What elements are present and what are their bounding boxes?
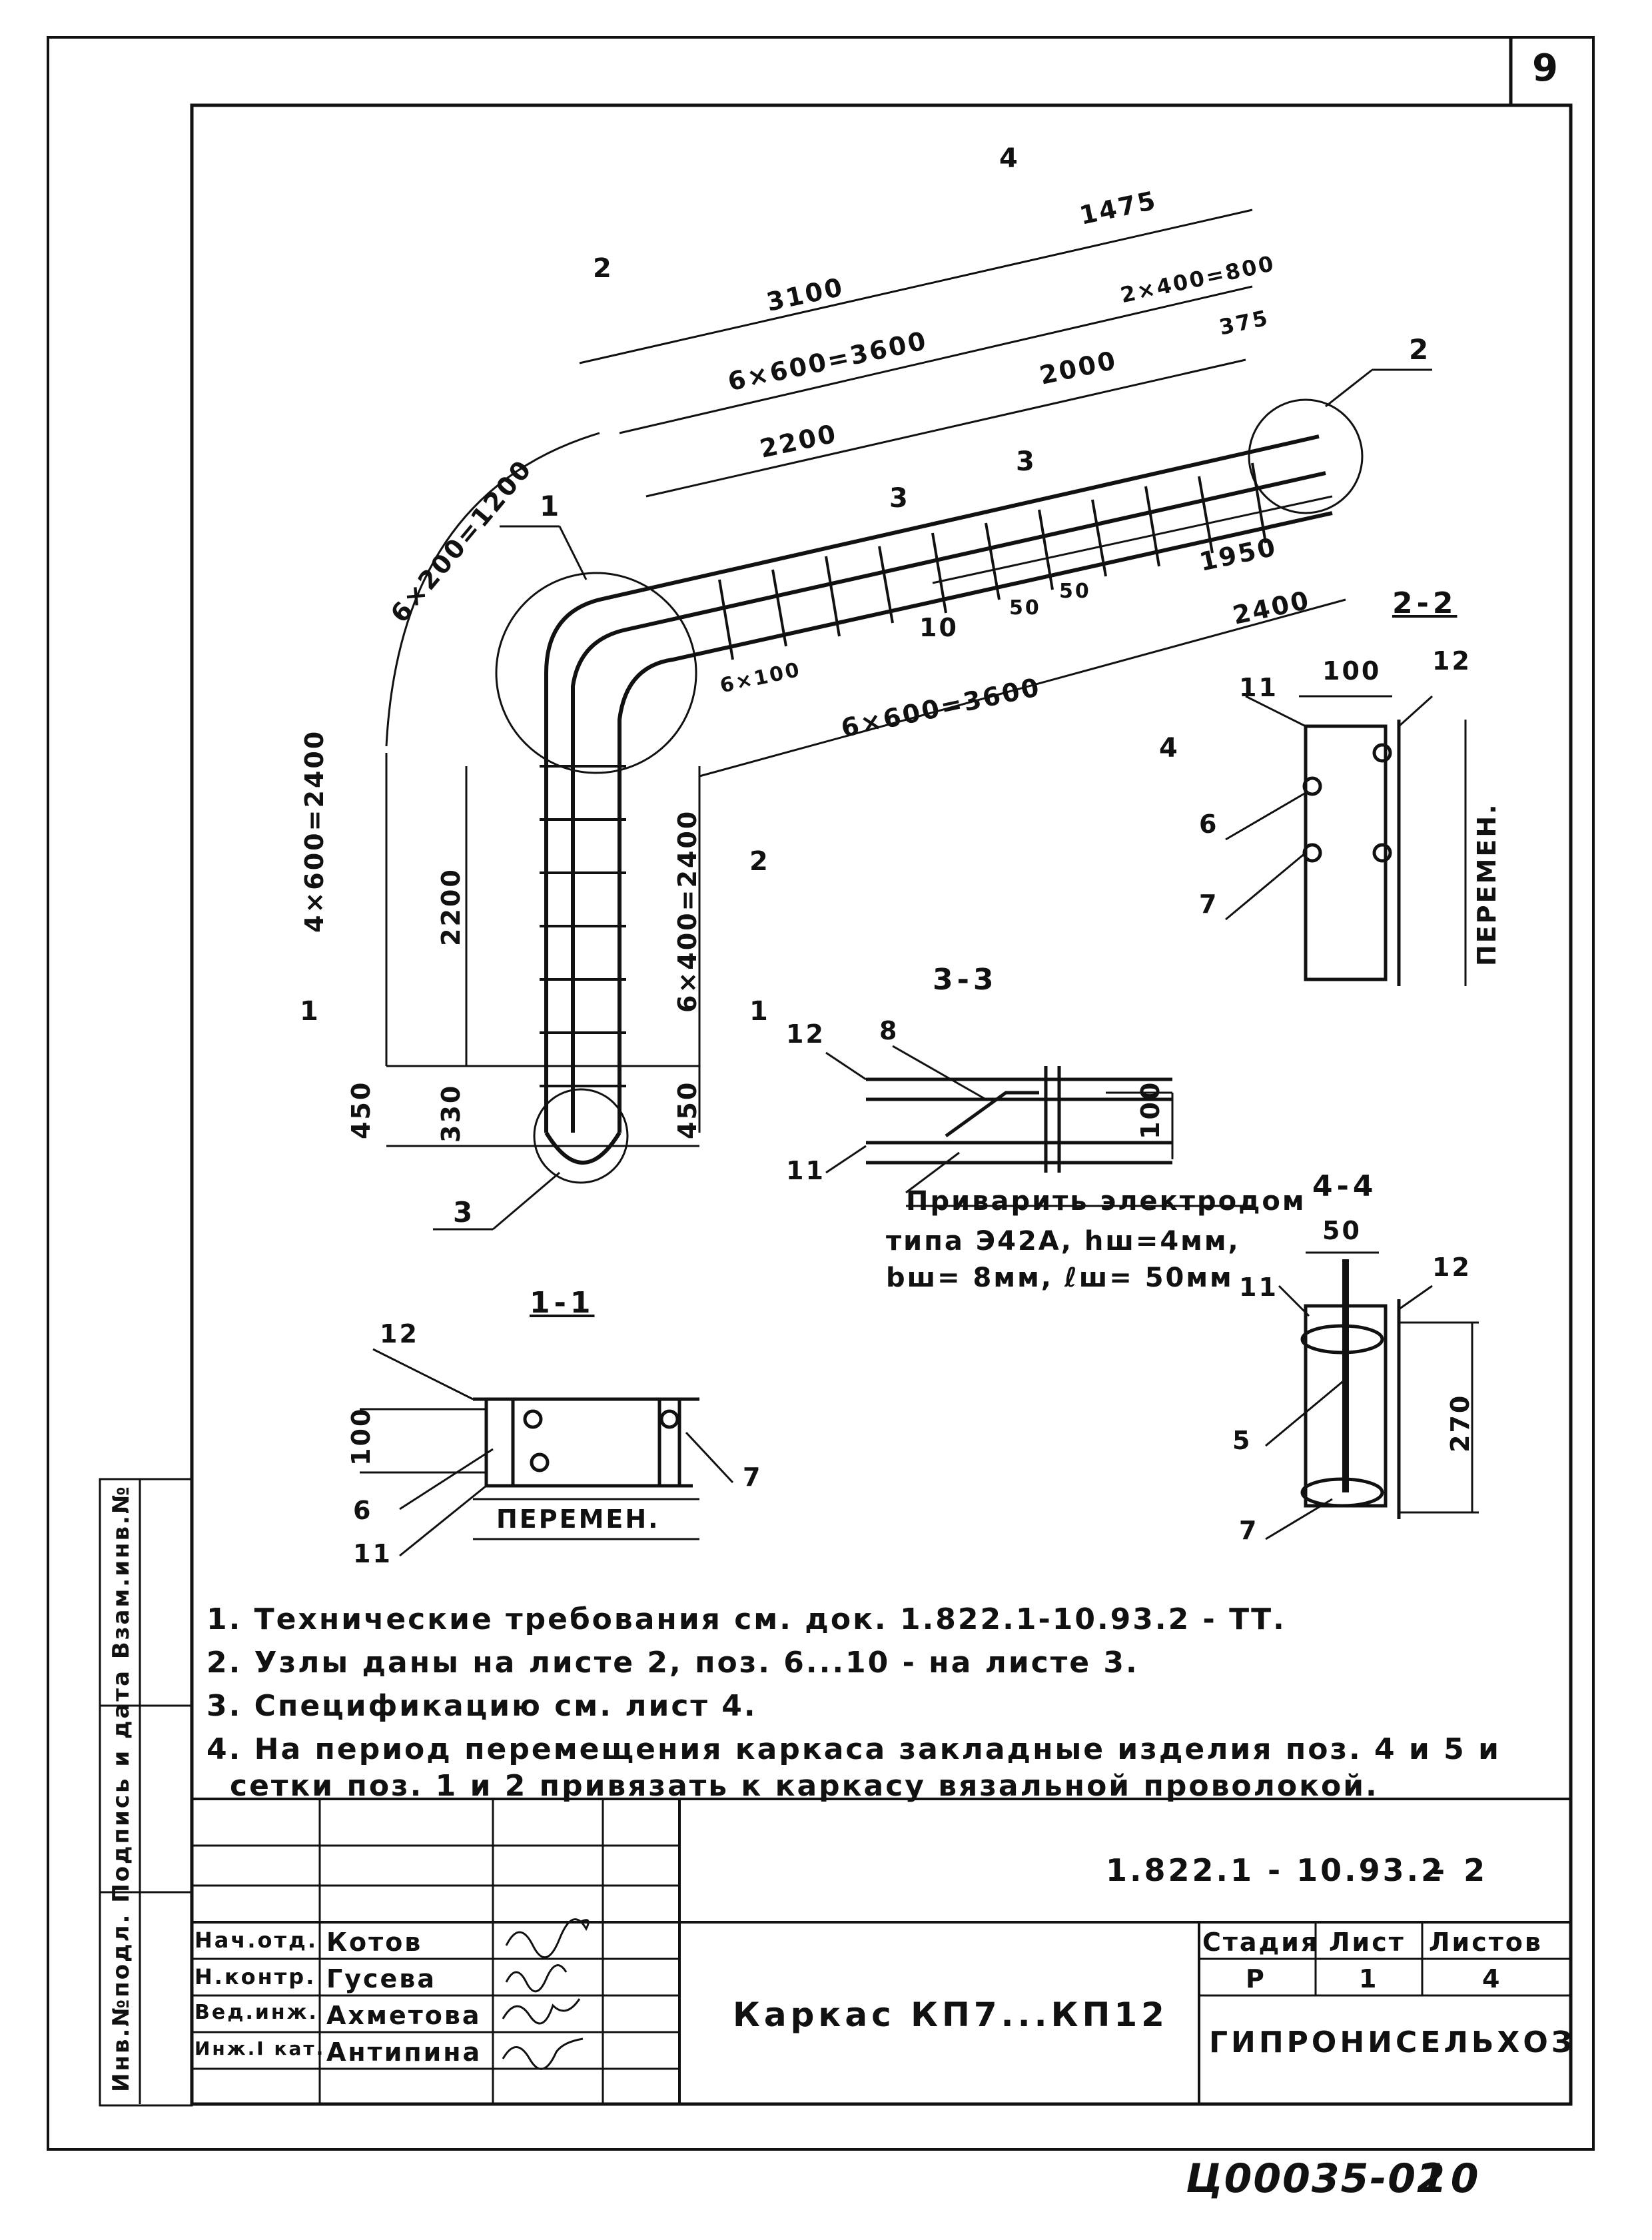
side-strip-frame — [99, 1478, 193, 2107]
role-4: Инж.I кат. — [195, 2037, 326, 2059]
section-mark-1-right: 1 — [749, 996, 772, 1027]
section-mark-1-left: 1 — [300, 996, 322, 1027]
name-2: Гусева — [326, 1964, 436, 1993]
doc-suffix: - 2 — [1432, 1852, 1489, 1888]
section-4-4-callout-5: 5 — [1232, 1426, 1252, 1455]
section-2-2-callout-6: 6 — [1199, 810, 1219, 839]
section-mark-3-left: 3 — [889, 483, 912, 514]
section-3-3-title: 3-3 — [933, 963, 998, 997]
section-mark-4-top: 4 — [999, 143, 1022, 174]
callout-3: 3 — [453, 1196, 477, 1229]
section-mark-4-bottom: 4 — [1159, 733, 1182, 764]
callout-1: 1 — [540, 490, 564, 522]
name-4: Антипина — [326, 2037, 482, 2067]
dim-50-b: 50 — [1059, 580, 1091, 603]
note-3: 3. Спецификацию см. лист 4. — [206, 1689, 757, 1723]
note-2: 2. Узлы даны на листе 2, поз. 6...10 - н… — [206, 1646, 1139, 1680]
section-1-1-callout-11: 11 — [353, 1539, 392, 1568]
stage-value: Р — [1246, 1964, 1266, 1993]
drawing-title: Каркас КП7...КП12 — [733, 1995, 1168, 2034]
dimension-lines — [385, 209, 1346, 1147]
section-mark-2-bottom: 2 — [749, 846, 772, 877]
section-2-2-graphic — [1225, 695, 1467, 986]
section-1-1-graphic — [360, 1348, 734, 1557]
footer-code: Ц00035-02 — [1186, 2155, 1446, 2202]
section-4-4-title: 4-4 — [1312, 1169, 1378, 1203]
callout-leaders — [433, 368, 1432, 1231]
dim-50-a: 50 — [1009, 596, 1041, 620]
section-1-1-bottom-label: ПЕРЕМЕН. — [496, 1504, 660, 1534]
doc-code: 1.822.1 - 10.93.2 — [1106, 1852, 1446, 1888]
weld-note-line-1: Приварить электродом — [906, 1186, 1306, 1217]
section-2-2-callout-12: 12 — [1432, 646, 1471, 676]
section-2-2-callout-11: 11 — [1239, 673, 1278, 702]
role-1: Нач.отд. — [195, 1928, 318, 1953]
section-4-4-callout-7: 7 — [1239, 1516, 1259, 1545]
section-1-1-callout-7: 7 — [743, 1462, 763, 1492]
section-4-4-graphic — [1265, 1251, 1479, 1540]
section-mark-2-top: 2 — [593, 253, 616, 284]
sheets-value: 4 — [1482, 1964, 1502, 1993]
section-1-1-callout-6: 6 — [353, 1496, 373, 1525]
weld-note-line-3: bш= 8мм, ℓш= 50мм — [886, 1263, 1234, 1293]
note-1: 1. Технические требования см. док. 1.822… — [206, 1602, 1286, 1636]
title-block-grid — [192, 1798, 1571, 2104]
section-2-2-dim-100: 100 — [1322, 656, 1382, 686]
section-2-2-title: 2-2 — [1392, 586, 1457, 620]
sheet-header: Лист — [1329, 1928, 1406, 1957]
page-number: 9 — [1532, 47, 1562, 90]
section-3-3-callout-11: 11 — [786, 1156, 825, 1185]
organization: ГИПРОНИСЕЛЬХОЗ — [1209, 2025, 1576, 2059]
section-1-1-title: 1-1 — [530, 1286, 595, 1320]
section-2-2-callout-7: 7 — [1199, 889, 1219, 919]
section-3-3-callout-8: 8 — [879, 1016, 899, 1045]
name-1: Котов — [326, 1928, 423, 1957]
stage-header: Стадия — [1202, 1928, 1320, 1957]
role-2: Н.контр. — [195, 1964, 316, 1989]
section-mark-3-right: 3 — [1016, 446, 1038, 477]
section-1-1-callout-12: 12 — [380, 1319, 419, 1349]
name-3: Ахметова — [326, 2001, 482, 2030]
section-4-4-callout-11: 11 — [1239, 1273, 1278, 1302]
footer-num: 10 — [1419, 2155, 1483, 2202]
section-3-3-callout-12: 12 — [786, 1019, 825, 1049]
sheet-value: 1 — [1359, 1964, 1379, 1993]
frame-inner — [190, 103, 1573, 2106]
frame-outer — [47, 36, 1595, 2151]
weld-note-line-2: типа Э42А, hш=4мм, — [886, 1226, 1240, 1257]
note-4: 4. На период перемещения каркаса закладн… — [206, 1732, 1501, 1766]
section-3-3-graphic — [825, 1045, 1252, 1207]
role-3: Вед.инж. — [195, 2001, 318, 2024]
section-4-4-dim-50: 50 — [1322, 1216, 1362, 1245]
callout-2: 2 — [1409, 333, 1433, 366]
note-4-cont: сетки поз. 1 и 2 привязать к каркасу вяз… — [230, 1769, 1379, 1803]
sheets-header: Листов — [1429, 1928, 1543, 1957]
section-4-4-callout-12: 12 — [1432, 1253, 1471, 1282]
callout-10: 10 — [919, 613, 959, 642]
